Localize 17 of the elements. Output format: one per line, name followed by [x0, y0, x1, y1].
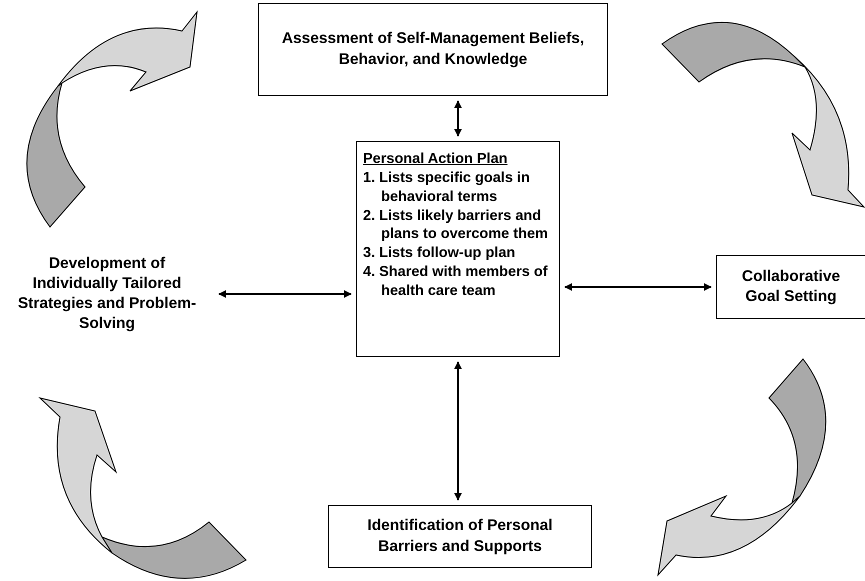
- list-item: 4. Shared with members of health care team: [363, 263, 549, 301]
- box-text: Collaborative Goal Setting: [740, 266, 842, 307]
- list-item: 1. Lists specific goals in behavioral terms: [363, 168, 531, 207]
- double-arrow: [454, 361, 462, 501]
- box-heading: Personal Action Plan: [363, 150, 508, 169]
- process-box: [258, 3, 608, 96]
- double-arrow: [564, 283, 712, 291]
- box-text: Identification of Personal Barriers and Supports: [366, 516, 554, 556]
- action-plan-box: [356, 141, 560, 357]
- process-box: [328, 505, 592, 568]
- double-arrow: [218, 290, 352, 298]
- double-arrow: [454, 100, 462, 137]
- box-text: Assessment of Self-Management Beliefs, Behavior, and Knowledge: [280, 29, 586, 70]
- step-label: Development of Individually Tailored Strategies and Problem-Solving: [16, 254, 198, 334]
- process-box: [716, 255, 865, 319]
- list-item: 2. Lists likely barriers and plans to overcome them: [363, 206, 549, 244]
- list-item: 3. Lists follow-up plan: [363, 244, 516, 264]
